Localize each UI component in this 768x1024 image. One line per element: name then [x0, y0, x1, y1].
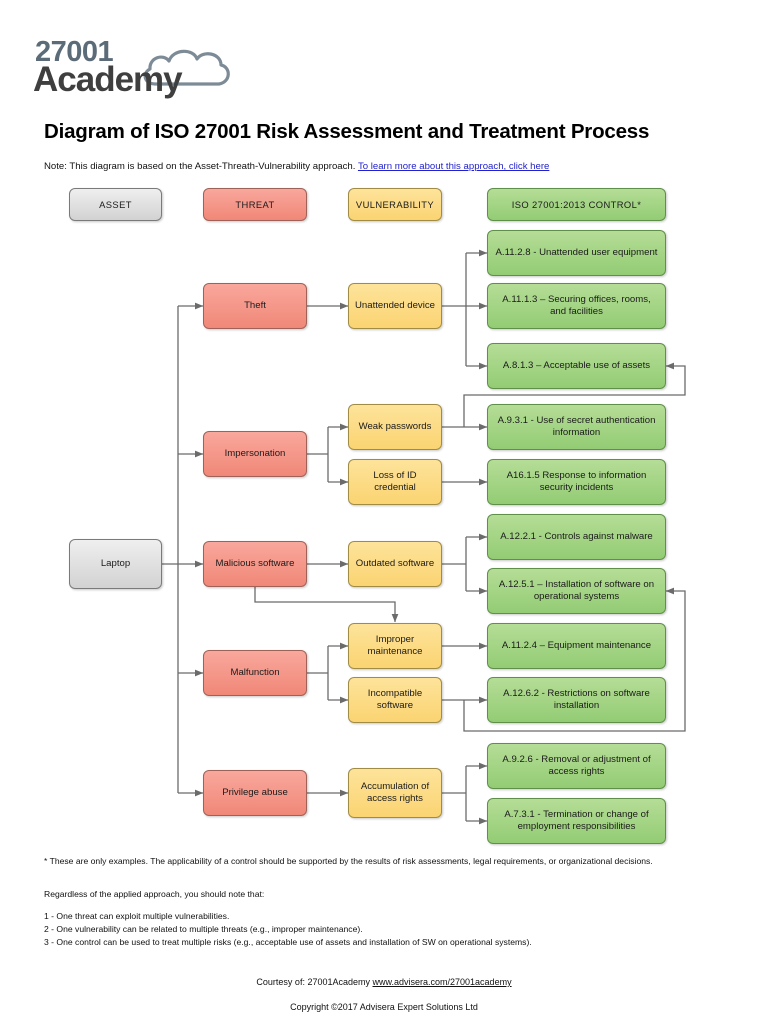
note-link[interactable]: To learn more about this approach, click… — [357, 161, 550, 172]
courtesy-prefix: Courtesy of: 27001Academy — [256, 977, 373, 987]
cloud-icon — [143, 49, 230, 86]
column-header-vulnerability: VULNERABILITY — [348, 188, 442, 221]
footnote-point-1: 1 - One threat can exploit multiple vuln… — [44, 911, 230, 921]
threat-node-impersonation[interactable]: Impersonation — [203, 431, 307, 477]
vulnerability-node-outdated-software[interactable]: Outdated software — [348, 541, 442, 587]
threat-node-theft[interactable]: Theft — [203, 283, 307, 329]
control-node-a-11-1-3[interactable]: A.11.1.3 – Securing offices, rooms, and … — [487, 283, 666, 329]
vulnerability-node-accumulation-of-access-rights[interactable]: Accumulation of access rights — [348, 768, 442, 818]
copyright-line: Copyright ©2017 Advisera Expert Solution… — [290, 1002, 478, 1012]
asset-node-laptop[interactable]: Laptop — [69, 539, 162, 589]
control-node-a-12-6-2[interactable]: A.12.6.2 - Restrictions on software inst… — [487, 677, 666, 723]
vulnerability-node-incompatible-software[interactable]: Incompatible software — [348, 677, 442, 723]
logo-27001academy: 27001 Academy — [33, 36, 233, 99]
control-node-a-11-2-4[interactable]: A.11.2.4 – Equipment maintenance — [487, 623, 666, 669]
courtesy-line: Courtesy of: 27001Academy www.advisera.c… — [0, 977, 768, 987]
footnote-points: 1 - One threat can exploit multiple vuln… — [44, 910, 744, 949]
control-node-a-9-3-1[interactable]: A.9.3.1 - Use of secret authentication i… — [487, 404, 666, 450]
courtesy-link[interactable]: www.advisera.com/27001academy — [372, 977, 512, 987]
column-header-threat: THREAT — [203, 188, 307, 221]
note-line: Note: This diagram is based on the Asset… — [44, 161, 744, 172]
logo-text-top: 27001 — [35, 36, 114, 68]
logo-text-bottom: Academy — [33, 60, 183, 99]
note-text: Note: This diagram is based on the Asset… — [44, 161, 358, 172]
footnote-point-3: 3 - One control can be used to treat mul… — [44, 936, 532, 947]
footnote-regardless: Regardless of the applied approach, you … — [44, 889, 265, 899]
control-node-a16-1-5[interactable]: A16.1.5 Response to information security… — [487, 459, 666, 505]
control-node-a-8-1-3[interactable]: A.8.1.3 – Acceptable use of assets — [487, 343, 666, 389]
control-node-a-12-5-1[interactable]: A.12.5.1 – Installation of software on o… — [487, 568, 666, 614]
vulnerability-node-improper-maintenance[interactable]: Improper maintenance — [348, 623, 442, 669]
footnote-asterisk: * These are only examples. The applicabi… — [44, 856, 653, 866]
column-header-asset: ASSET — [69, 188, 162, 221]
control-node-a-9-2-6[interactable]: A.9.2.6 - Removal or adjustment of acces… — [487, 743, 666, 789]
control-node-a-7-3-1[interactable]: A.7.3.1 - Termination or change of emplo… — [487, 798, 666, 844]
column-header-control: ISO 27001:2013 CONTROL* — [487, 188, 666, 221]
vulnerability-node-unattended-device[interactable]: Unattended device — [348, 283, 442, 329]
control-node-a-12-2-1[interactable]: A.12.2.1 - Controls against malware — [487, 514, 666, 560]
page-title: Diagram of ISO 27001 Risk Assessment and… — [44, 120, 650, 143]
vulnerability-node-loss-of-id-credential[interactable]: Loss of ID credential — [348, 459, 442, 505]
footnote-point-2: 2 - One vulnerability can be related to … — [44, 923, 363, 934]
threat-node-privilege-abuse[interactable]: Privilege abuse — [203, 770, 307, 816]
threat-node-malicious-software[interactable]: Malicious software — [203, 541, 307, 587]
control-node-a-11-2-8[interactable]: A.11.2.8 - Unattended user equipment — [487, 230, 666, 276]
threat-node-malfunction[interactable]: Malfunction — [203, 650, 307, 696]
vulnerability-node-weak-passwords[interactable]: Weak passwords — [348, 404, 442, 450]
